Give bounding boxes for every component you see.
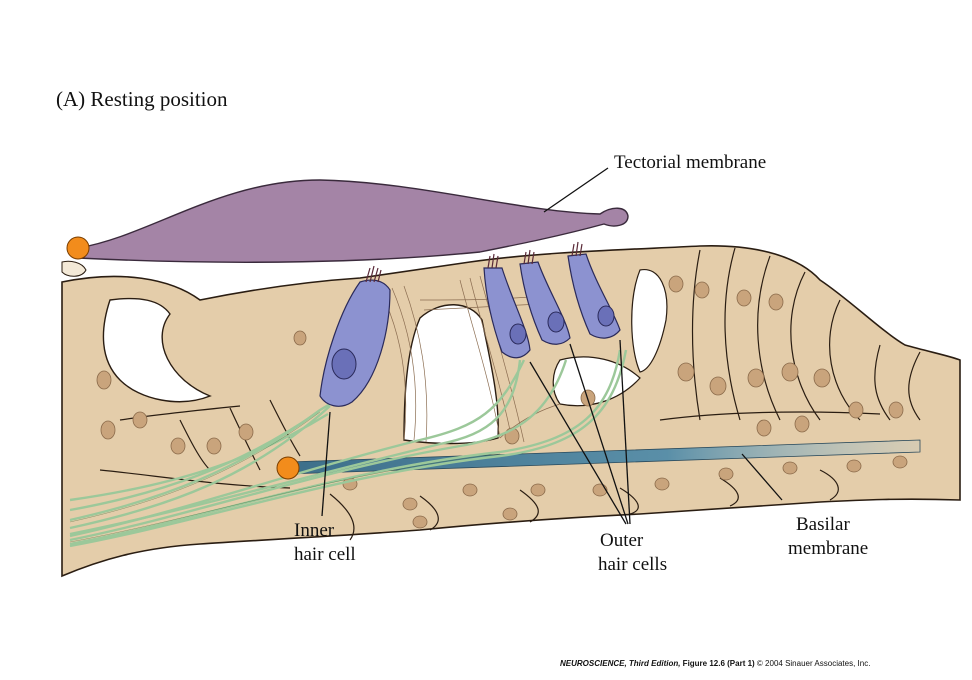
nerve-fibers [69,349,628,548]
nerve-fiber-outlines [69,411,501,543]
credit-book: NEUROSCIENCE, Third Edition, [560,659,681,668]
inner-hair-cell [319,265,391,407]
nuel-space [631,269,668,373]
label-tectorial-membrane: Tectorial membrane [614,152,766,173]
tectorial-ledge [61,260,87,277]
credit-copyright: © 2004 Sinauer Associates, Inc. [754,659,871,668]
basilar-pivot-point [276,456,300,480]
credit-figure: Figure 12.6 (Part 1) [680,659,755,668]
label-inner-hair-cell-line1: Inner [294,520,335,541]
cell-boundaries [99,247,921,541]
outer-hair-cell-2 [519,249,571,345]
label-outer-hair-cells-line1: Outer [600,530,644,551]
leader-lines [321,167,783,525]
panel-title: (A) Resting position [56,87,228,111]
outer-tunnel [552,356,641,407]
label-basilar-membrane-line1: Basilar [796,514,850,535]
inner-sulcus [102,297,212,403]
outer-hair-cell-3 [567,241,621,339]
label-inner-hair-cell-line2: hair cell [294,544,356,565]
tectorial-pivot-point [66,236,90,260]
stereocilia-inner [365,265,382,283]
tectorial-membrane [77,179,629,263]
figure-credit: NEUROSCIENCE, Third Edition, Figure 12.6… [560,659,870,668]
label-outer-hair-cells-line2: hair cells [598,554,667,575]
outer-hair-cells [483,241,621,359]
label-basilar-membrane-line2: membrane [788,538,868,559]
outer-hair-cell-1 [483,253,531,359]
